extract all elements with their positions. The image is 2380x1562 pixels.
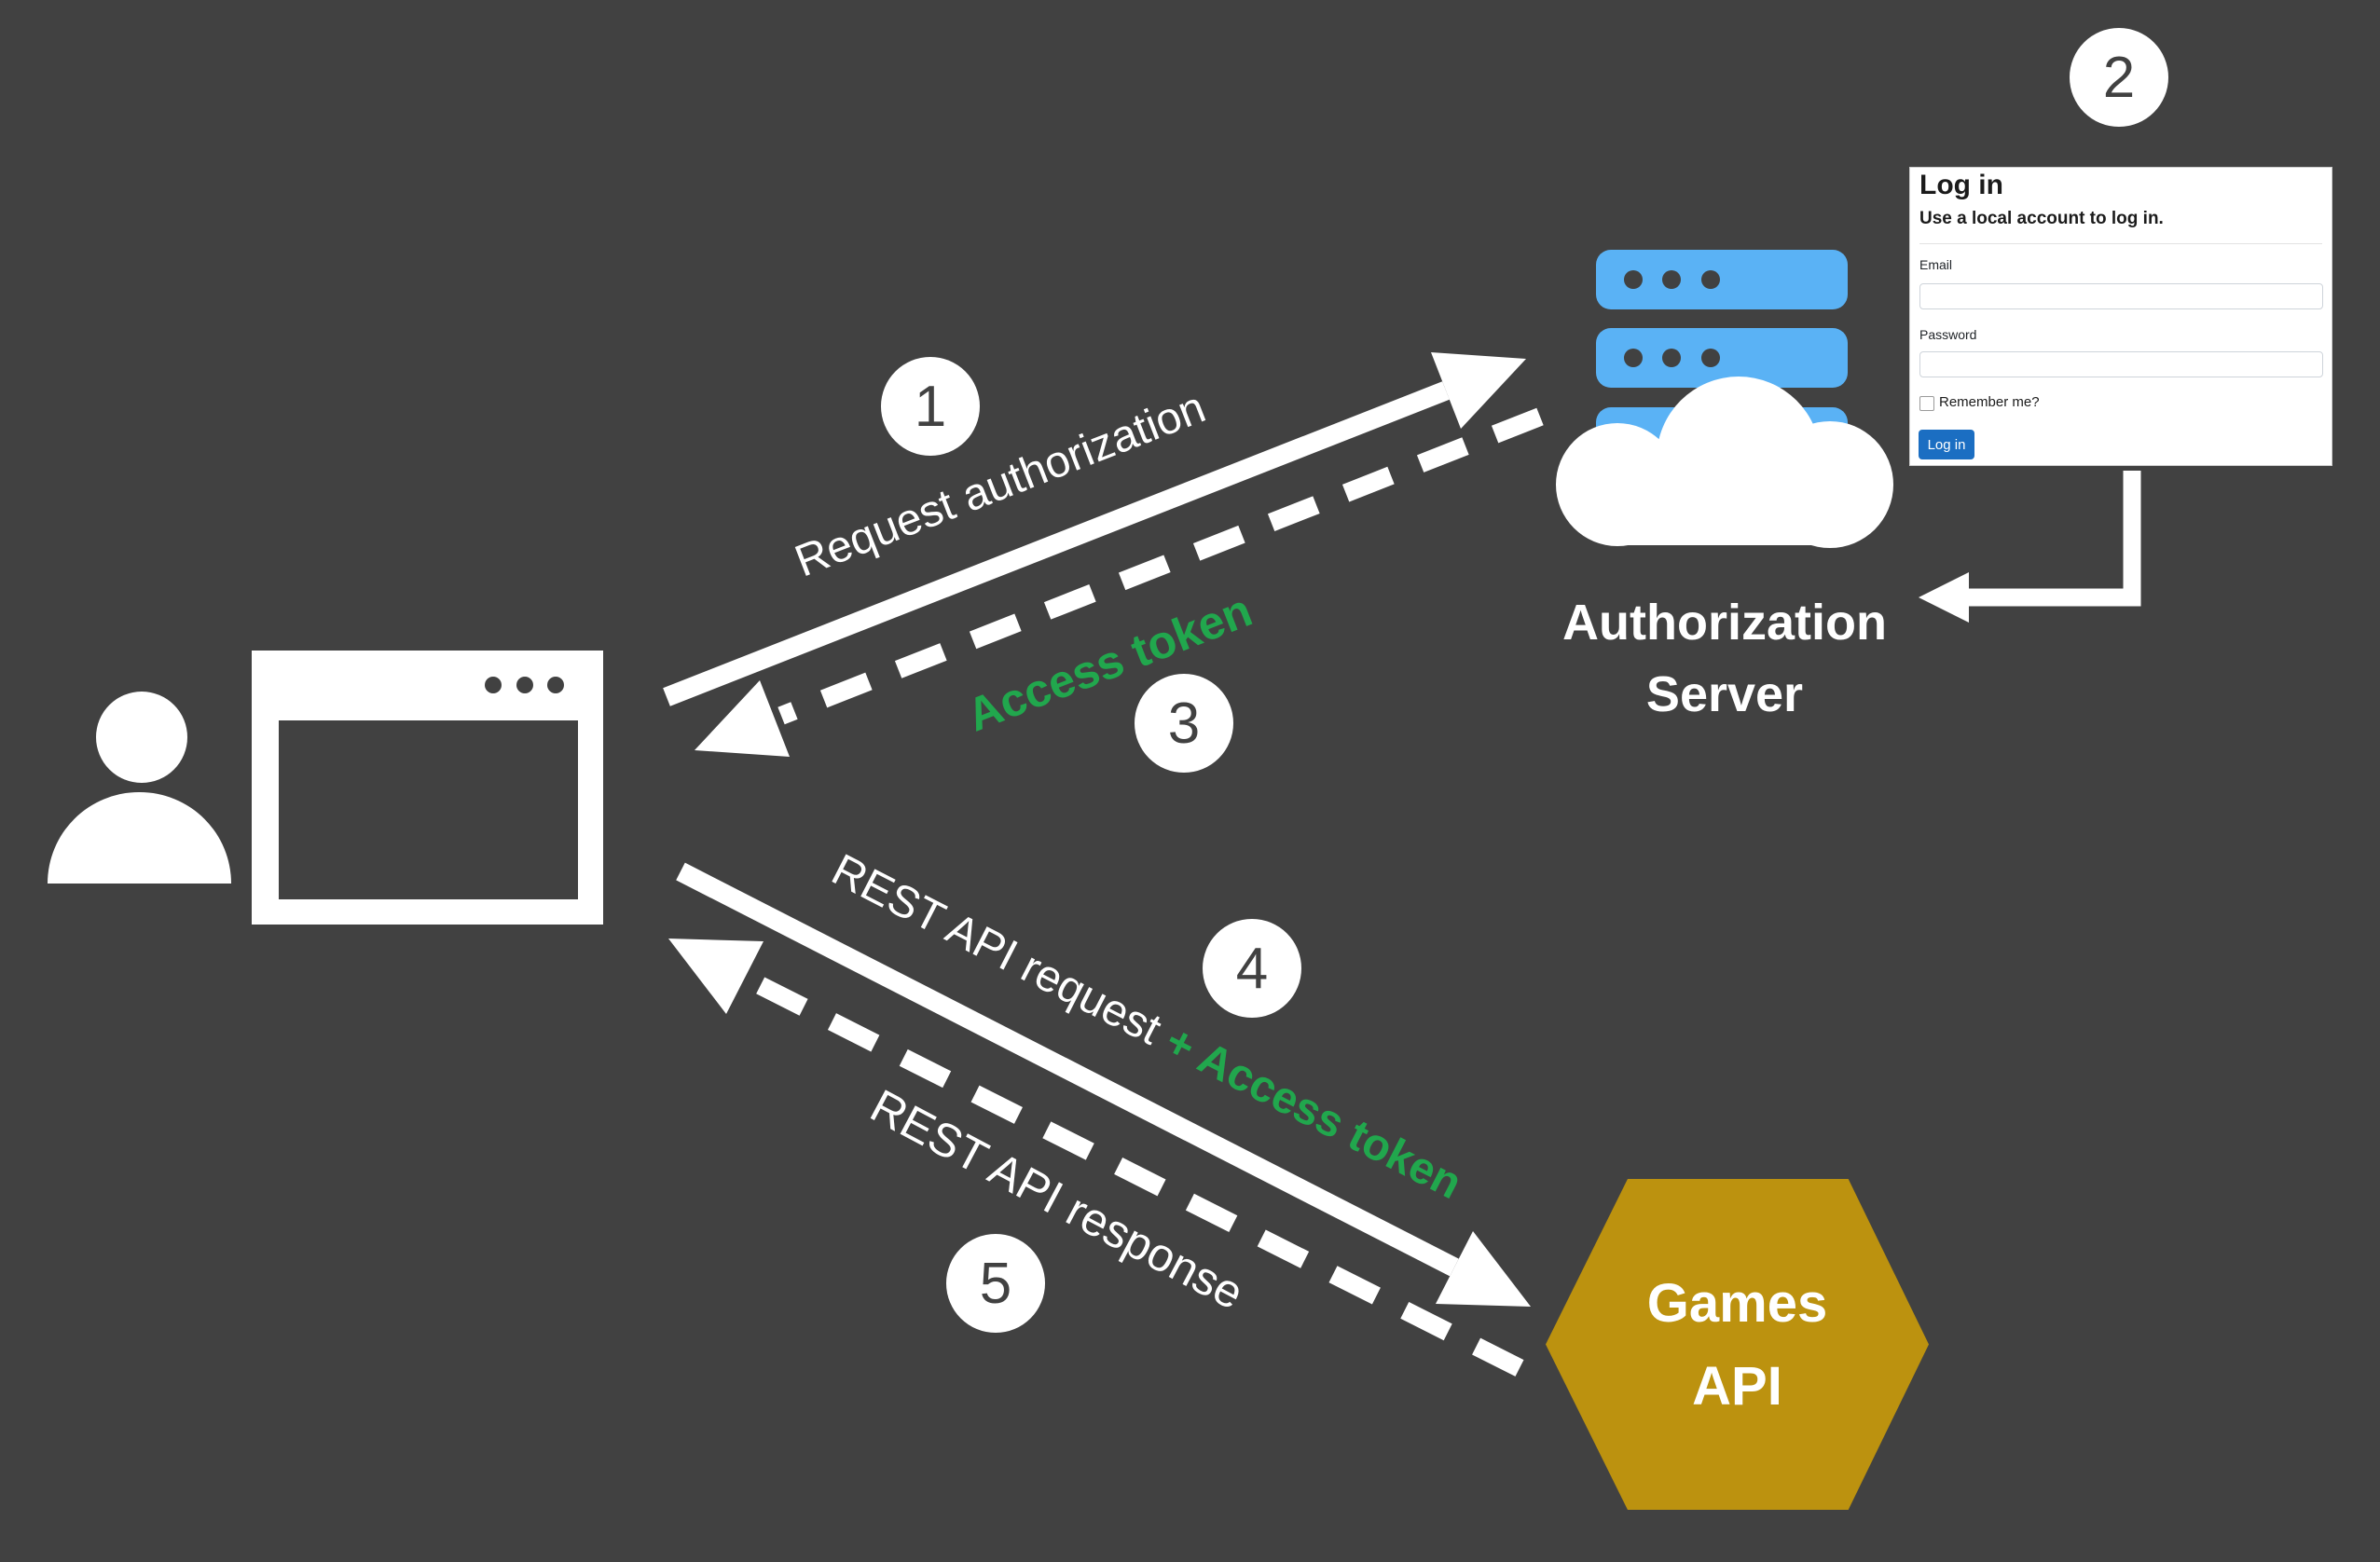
browser-viewport <box>279 720 578 899</box>
access-token-arrow <box>695 407 1544 757</box>
rack-led-dot <box>1624 349 1643 367</box>
server-rack-icon <box>1596 328 1848 388</box>
login-subtitle: Use a local account to log in. <box>1919 209 2164 228</box>
games-api-label-line2: API <box>1692 1355 1782 1417</box>
rest-api-response-arrow <box>668 939 1524 1377</box>
login-form: Log in Use a local account to log in. Em… <box>1909 167 2332 466</box>
browser-menu-dot <box>516 677 533 693</box>
password-label: Password <box>1919 327 1977 342</box>
authorization-server-label-line1: Authorization <box>1562 595 1887 651</box>
step-circle-1: 1 <box>881 357 980 456</box>
step-circle-2: 2 <box>2070 28 2168 127</box>
rack-led-dot <box>1624 270 1643 289</box>
rack-led-dot <box>1662 270 1681 289</box>
games-api-hexagon: Games API <box>1546 1179 1929 1510</box>
request-authorization-arrow <box>663 352 1526 706</box>
remember-me-checkbox[interactable] <box>1919 396 1934 411</box>
browser-menu-dot <box>485 677 502 693</box>
authorization-server-label-line2: Server <box>1645 666 1804 722</box>
server-rack-icon <box>1596 250 1848 309</box>
user-icon <box>96 692 187 783</box>
games-api-label-line1: Games <box>1646 1272 1828 1334</box>
step-circle-5: 5 <box>946 1234 1045 1333</box>
login-to-server-elbow-arrow <box>1919 471 2141 623</box>
login-title: Log in <box>1919 170 2003 200</box>
rack-led-dot <box>1701 270 1720 289</box>
email-field[interactable] <box>1919 283 2323 309</box>
step-circle-3: 3 <box>1135 674 1233 773</box>
login-divider <box>1919 243 2322 244</box>
remember-me-label: Remember me? <box>1939 394 2040 410</box>
rack-led-dot <box>1701 349 1720 367</box>
browser-window-icon <box>252 651 603 925</box>
email-label: Email <box>1919 257 1953 272</box>
rest-api-request-arrow <box>676 862 1531 1307</box>
step-circle-4: 4 <box>1203 919 1301 1018</box>
login-button[interactable]: Log in <box>1919 430 1974 459</box>
rack-led-dot <box>1662 349 1681 367</box>
authorization-server-label: Authorization Server <box>1515 587 1934 731</box>
browser-menu-dot <box>547 677 564 693</box>
password-field[interactable] <box>1919 351 2323 377</box>
